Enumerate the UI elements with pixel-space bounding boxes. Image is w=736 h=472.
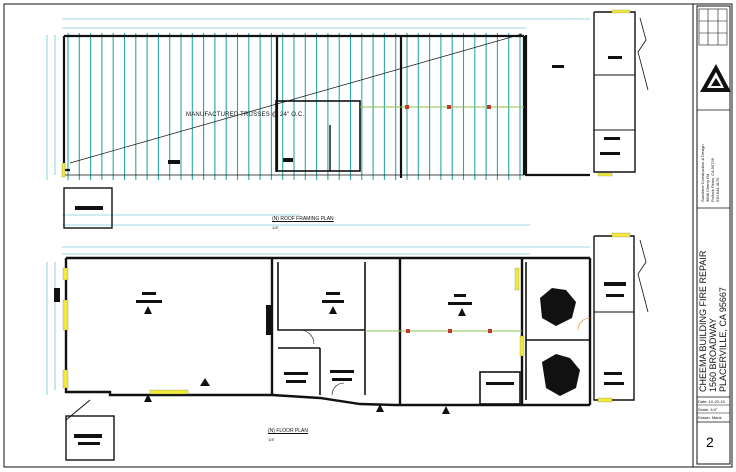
company-logo bbox=[700, 64, 731, 92]
floor-plan-title: (N) FLOOR PLAN bbox=[268, 428, 309, 434]
sheet-border bbox=[3, 3, 733, 468]
drawn-by: Drawn: Mauk bbox=[698, 415, 722, 420]
drawing-scale: Scale: 1/4" bbox=[698, 407, 718, 412]
roof-plan-scale: 1/4" bbox=[272, 225, 279, 230]
revision-grid bbox=[698, 8, 728, 46]
project-name: CHEEMA BUILDING FIRE REPAIR bbox=[698, 250, 708, 392]
drawing-date: Date: 10-20-15 bbox=[698, 399, 725, 404]
roof-plan-title: (N) ROOF FRAMING PLAN bbox=[272, 216, 334, 222]
floor-plan bbox=[46, 232, 635, 461]
floor-plan-scale: 1/4" bbox=[268, 437, 275, 442]
roof-framing-plan bbox=[46, 9, 636, 229]
project-street: 1560 BROADWAY bbox=[708, 317, 718, 392]
designer-phone: 530.644.4175 bbox=[715, 177, 720, 202]
title-block-frame bbox=[696, 5, 731, 465]
roof-truss-note: MANUFACTURED TRUSSES @ 24" O.C. bbox=[186, 112, 305, 118]
project-city: PLACERVILLE, CA 95667 bbox=[718, 287, 728, 392]
sheet-number: 2 bbox=[706, 434, 714, 450]
